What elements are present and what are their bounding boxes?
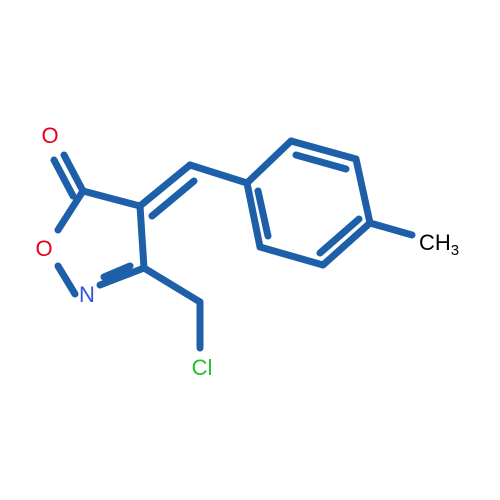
bond-carbonyl-1: [60, 151, 87, 195]
chlorine-label: Cl: [192, 355, 213, 380]
ring-oxygen-label: O: [35, 236, 52, 261]
bond-ar-1: [243, 137, 295, 187]
bond-ch-aryl: [186, 161, 251, 187]
bond-ar-3: [352, 155, 374, 227]
bond-c5-c4: [79, 187, 144, 210]
bond-ar-4: [319, 219, 374, 269]
bond-ar-5: [256, 243, 327, 269]
bond-ar-2: [287, 137, 360, 163]
ring-nitrogen-label: N: [79, 282, 95, 307]
bond-ar-6-double: [254, 187, 272, 240]
bond-ar-4-double: [316, 215, 363, 257]
bond-o1-c5: [54, 187, 87, 234]
bond-n2-o1: [54, 262, 79, 298]
bond-exocyclic-2: [148, 177, 198, 220]
bond-exocyclic-1: [136, 161, 194, 210]
methyl-label: CH3: [419, 230, 459, 259]
bond-c3-n2-double: [100, 262, 134, 281]
bond-c3-n2: [96, 264, 148, 289]
methyl-label-subscript: 3: [451, 242, 459, 259]
methyl-label-main: CH: [419, 230, 451, 255]
bond-methyl: [366, 219, 416, 239]
carbonyl-oxygen-label: O: [41, 123, 58, 148]
bond-ar-6: [243, 179, 264, 251]
bond-c4-c3: [136, 202, 148, 272]
bond-carbonyl-2: [50, 156, 77, 200]
bond-c3-ch2: [140, 264, 204, 306]
bond-ar-2-double: [292, 151, 350, 173]
